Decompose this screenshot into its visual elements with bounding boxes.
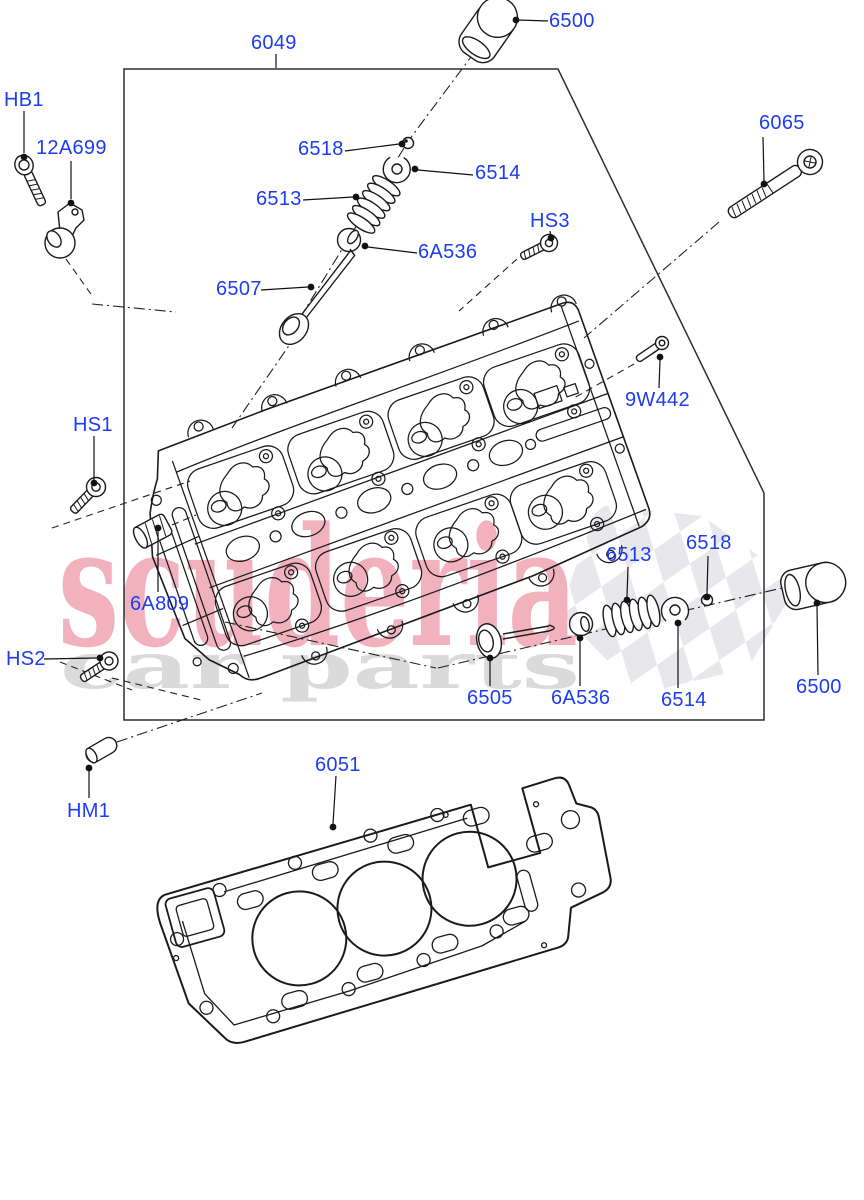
part-label-hs2: HS2 xyxy=(6,648,46,670)
knock-sensor-12a699 xyxy=(44,202,85,259)
part-label-hs3: HS3 xyxy=(530,210,570,232)
part-label-12a699: 12A699 xyxy=(36,137,107,159)
part-label-9w442: 9W442 xyxy=(625,389,690,411)
bolt-hb1 xyxy=(14,154,47,207)
part-label-6a536-top: 6A536 xyxy=(418,241,478,263)
dowel-hm1 xyxy=(85,736,118,764)
part-label-6507: 6507 xyxy=(216,278,262,300)
stud-9w442 xyxy=(635,335,670,363)
part-label-6518-top: 6518 xyxy=(298,138,344,160)
valve-6507 xyxy=(278,248,356,346)
part-label-6518-bottom: 6518 xyxy=(686,532,732,554)
leader-lines xyxy=(23,19,819,825)
part-label-hb1: HB1 xyxy=(4,89,44,111)
leader-dots xyxy=(20,16,821,831)
part-label-6065: 6065 xyxy=(759,112,805,134)
part-label-hm1: HM1 xyxy=(67,800,111,822)
part-label-6051: 6051 xyxy=(315,754,361,776)
part-label-6500-bottom: 6500 xyxy=(796,676,842,698)
head-bolt-6065 xyxy=(727,148,824,219)
spring-retainer-top xyxy=(382,156,411,184)
valve-stem-seal-top xyxy=(336,227,362,253)
tappet-top xyxy=(458,0,519,64)
cylinder-head-drawing xyxy=(149,294,651,681)
assembly-group-box xyxy=(123,68,765,721)
part-label-6514-top: 6514 xyxy=(475,162,521,184)
part-label-6505: 6505 xyxy=(467,687,513,709)
parts xyxy=(14,0,847,764)
part-label-6514-bottom: 6514 xyxy=(661,689,707,711)
tappet-bottom xyxy=(780,561,847,611)
part-label-6513-bottom: 6513 xyxy=(606,544,652,566)
part-label-6a809: 6A809 xyxy=(130,593,190,615)
part-label-hs1: HS1 xyxy=(73,414,113,436)
part-label-6513-top: 6513 xyxy=(256,188,302,210)
head-gasket-drawing xyxy=(156,776,612,1044)
part-label-6500-top: 6500 xyxy=(549,10,595,32)
spring-retainer-bottom xyxy=(660,596,690,622)
part-label-6a536-bottom: 6A536 xyxy=(551,687,611,709)
valve-stem-seal-bottom xyxy=(568,611,594,637)
bolt-hs2 xyxy=(79,651,119,683)
part-label-6049: 6049 xyxy=(251,32,297,54)
